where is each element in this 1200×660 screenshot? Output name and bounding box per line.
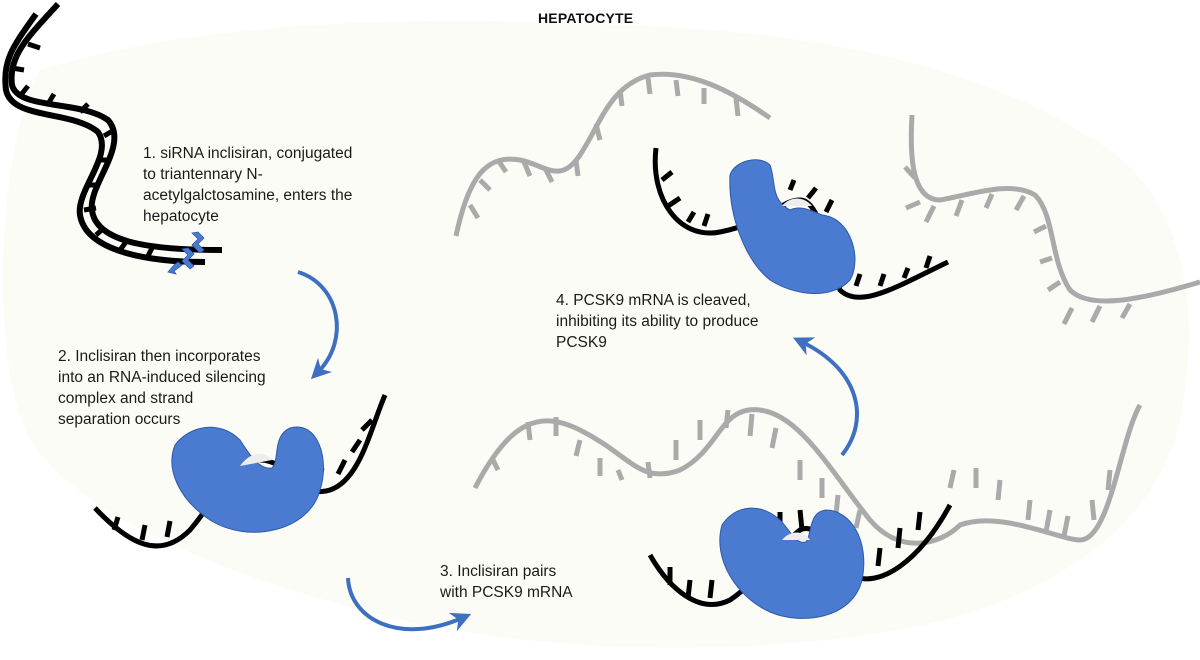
risc-complex-icon — [171, 426, 324, 533]
galnac-ligand-icon — [167, 231, 205, 275]
step-4-caption: 4. PCSK9 mRNA is cleaved, inhibiting its… — [556, 290, 758, 353]
step-2-caption: 2. Inclisiran then incorporates into an … — [58, 346, 266, 430]
caption-line: into an RNA-induced silencing — [58, 369, 266, 386]
caption-line: inhibiting its ability to produce — [556, 313, 759, 330]
mrna-fragment-icon — [903, 114, 1200, 326]
caption-line: to triantennary N- — [143, 166, 263, 183]
step-1-caption: 1. siRNA inclisiran, conjugated to trian… — [143, 143, 352, 227]
caption-line: complex and strand — [58, 390, 194, 407]
risc-cleavage-complex — [652, 147, 950, 300]
risc-sirna-complex — [93, 394, 388, 549]
curved-arrow-icon — [297, 270, 339, 380]
mrna-fragment-icon — [453, 71, 772, 237]
caption-line: PCSK9 — [556, 334, 607, 351]
step-3-caption: 3. Inclisiran pairs with PCSK9 mRNA — [440, 561, 573, 603]
curved-arrow-icon — [792, 337, 859, 457]
caption-line: 1. siRNA inclisiran, conjugated — [143, 145, 353, 162]
caption-line: 2. Inclisiran then incorporates — [58, 348, 261, 365]
caption-line: acetylgalctosamine, enters the — [143, 187, 353, 204]
sirna-duplex-icon — [2, 1, 223, 265]
risc-complex-icon — [719, 507, 865, 619]
curved-arrow-icon — [346, 577, 472, 632]
caption-line: 3. Inclisiran pairs — [440, 563, 557, 580]
caption-line: separation occurs — [58, 411, 181, 428]
mrna-strand-icon — [472, 403, 1143, 546]
caption-line: hepatocyte — [143, 208, 219, 225]
diagram-title: HEPATOCYTE — [538, 10, 634, 26]
caption-line: with PCSK9 mRNA — [440, 584, 573, 601]
risc-mrna-complex — [647, 503, 953, 619]
risc-complex-icon — [729, 159, 856, 294]
caption-line: 4. PCSK9 mRNA is cleaved, — [556, 292, 751, 309]
